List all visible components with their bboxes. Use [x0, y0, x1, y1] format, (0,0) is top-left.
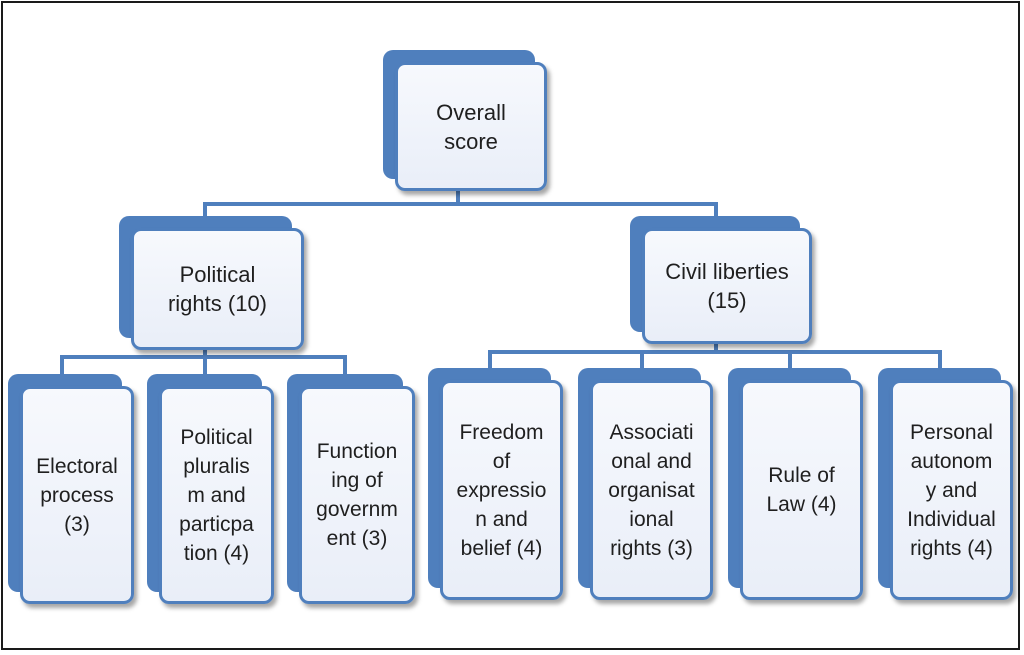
node-overall-score-label: Overall score: [436, 99, 506, 154]
node-political-pluralism-label: Political pluralis m and particpa tion (…: [179, 425, 254, 565]
node-freedom-of-expression-label: Freedom of expressio n and belief (4): [456, 420, 547, 560]
node-personal-autonomy: Personal autonom y and Individual rights…: [878, 368, 1013, 600]
node-personal-autonomy-label: Personal autonom y and Individual rights…: [907, 420, 996, 560]
node-functioning-of-government-label: Function ing of governm ent (3): [316, 440, 398, 550]
node-functioning-of-government: Function ing of governm ent (3): [287, 374, 415, 604]
node-political-pluralism: Political pluralis m and particpa tion (…: [147, 374, 274, 604]
node-electoral-process: Electoral process (3): [8, 374, 134, 604]
node-political-rights: Political rights (10): [119, 216, 304, 350]
node-civil-liberties-label: Civil liberties (15): [665, 259, 789, 313]
node-political-rights-label: Political rights (10): [167, 262, 268, 316]
node-associational-rights-label: Associati onal and organisat ional right…: [608, 420, 695, 560]
node-freedom-of-expression: Freedom of expressio n and belief (4): [428, 368, 563, 600]
node-electoral-process-label: Electoral process (3): [36, 454, 118, 536]
node-overall-score: Overall score: [383, 50, 547, 191]
node-rule-of-law: Rule of Law (4): [728, 368, 863, 600]
node-associational-rights: Associati onal and organisat ional right…: [578, 368, 713, 600]
node-rule-of-law-label: Rule of Law (4): [766, 464, 837, 516]
node-civil-liberties: Civil liberties (15): [630, 216, 812, 344]
